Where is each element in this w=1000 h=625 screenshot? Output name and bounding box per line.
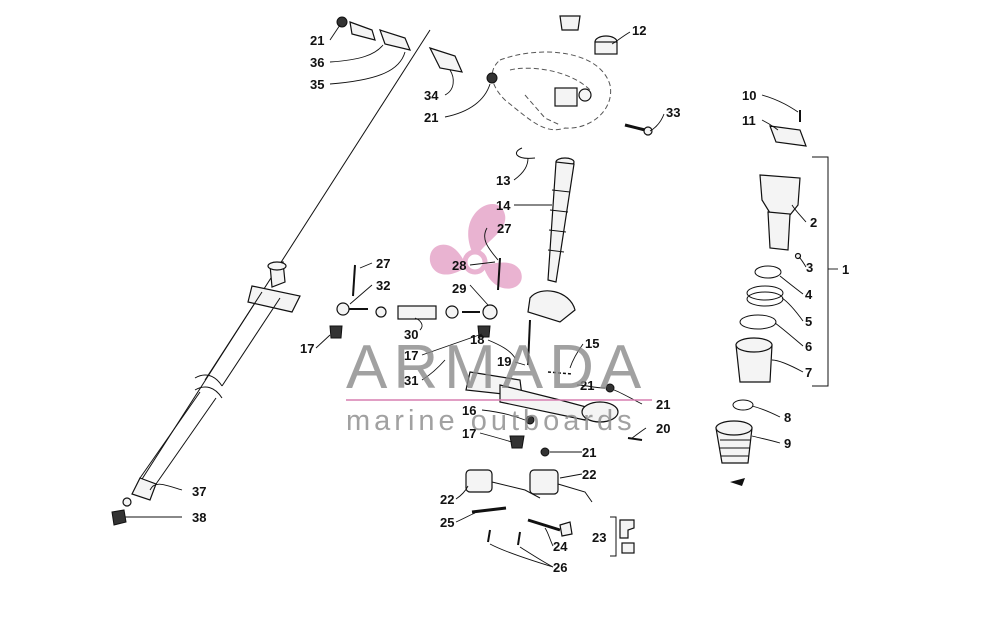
callout-23: 23 xyxy=(592,530,606,545)
callout-18: 18 xyxy=(470,332,484,347)
watermark-brand: ARMADA xyxy=(346,333,647,402)
callout-27b: 27 xyxy=(497,221,511,236)
fitting-23 xyxy=(619,519,635,554)
throttle-linkage xyxy=(336,16,498,84)
callout-11: 11 xyxy=(742,113,756,128)
steering-shaft xyxy=(527,157,576,323)
callout-15: 15 xyxy=(585,336,599,351)
callout-21b: 21 xyxy=(424,110,438,125)
watermark-logo xyxy=(429,204,522,289)
callout-1: 1 xyxy=(842,262,849,277)
callout-31: 31 xyxy=(404,373,418,388)
callout-30: 30 xyxy=(404,327,418,342)
shift-cable xyxy=(111,29,431,526)
leader-lines xyxy=(125,24,807,568)
callout-32: 32 xyxy=(376,278,390,293)
callout-36: 36 xyxy=(310,55,324,70)
callout-22b: 22 xyxy=(440,492,454,507)
group-bracket-1 xyxy=(812,156,829,387)
callout-9: 9 xyxy=(784,436,791,451)
callout-10: 10 xyxy=(742,88,756,103)
callout-33: 33 xyxy=(666,105,680,120)
callout-21d: 21 xyxy=(656,397,670,412)
callout-5: 5 xyxy=(805,314,812,329)
callout-21a: 21 xyxy=(310,33,324,48)
callout-17c: 17 xyxy=(462,426,476,441)
callout-35: 35 xyxy=(310,77,324,92)
group-bracket-23 xyxy=(610,516,617,557)
callout-21c: 21 xyxy=(580,378,594,393)
callout-4: 4 xyxy=(805,287,813,302)
callout-28: 28 xyxy=(452,258,466,273)
callout-labels: 1 2 3 4 5 6 7 8 9 10 11 12 13 14 15 16 1… xyxy=(192,23,849,575)
screw-33 xyxy=(624,123,653,136)
callout-12: 12 xyxy=(632,23,646,38)
callout-22a: 22 xyxy=(582,467,596,482)
callout-8: 8 xyxy=(784,410,791,425)
callout-19: 19 xyxy=(497,354,511,369)
callout-17a: 17 xyxy=(300,341,314,356)
callout-2: 2 xyxy=(810,215,817,230)
cap-part-12 xyxy=(559,15,618,55)
callout-3: 3 xyxy=(806,260,813,275)
callout-17b: 17 xyxy=(404,348,418,363)
callout-16: 16 xyxy=(462,403,476,418)
callout-24: 24 xyxy=(553,539,568,554)
callout-6: 6 xyxy=(805,339,812,354)
tilt-cylinder-assembly xyxy=(715,110,807,486)
watermark: ARMADA marine outboards xyxy=(346,333,652,437)
callout-37: 37 xyxy=(192,484,206,499)
callout-20: 20 xyxy=(656,421,670,436)
callout-34: 34 xyxy=(424,88,439,103)
callout-29: 29 xyxy=(452,281,466,296)
solenoid-group xyxy=(465,469,593,546)
callout-27a: 27 xyxy=(376,256,390,271)
callout-7: 7 xyxy=(805,365,812,380)
watermark-tagline: marine outboards xyxy=(346,405,636,437)
callout-26: 26 xyxy=(553,560,567,575)
callout-13: 13 xyxy=(496,173,510,188)
callout-38: 38 xyxy=(192,510,206,525)
callout-21e: 21 xyxy=(582,445,596,460)
callout-25: 25 xyxy=(440,515,454,530)
center-linkage xyxy=(329,257,501,339)
callout-14: 14 xyxy=(496,198,511,213)
tiller-bracket-ghost xyxy=(491,51,612,131)
lower-control-assembly xyxy=(465,319,643,457)
clip-13 xyxy=(515,147,536,159)
